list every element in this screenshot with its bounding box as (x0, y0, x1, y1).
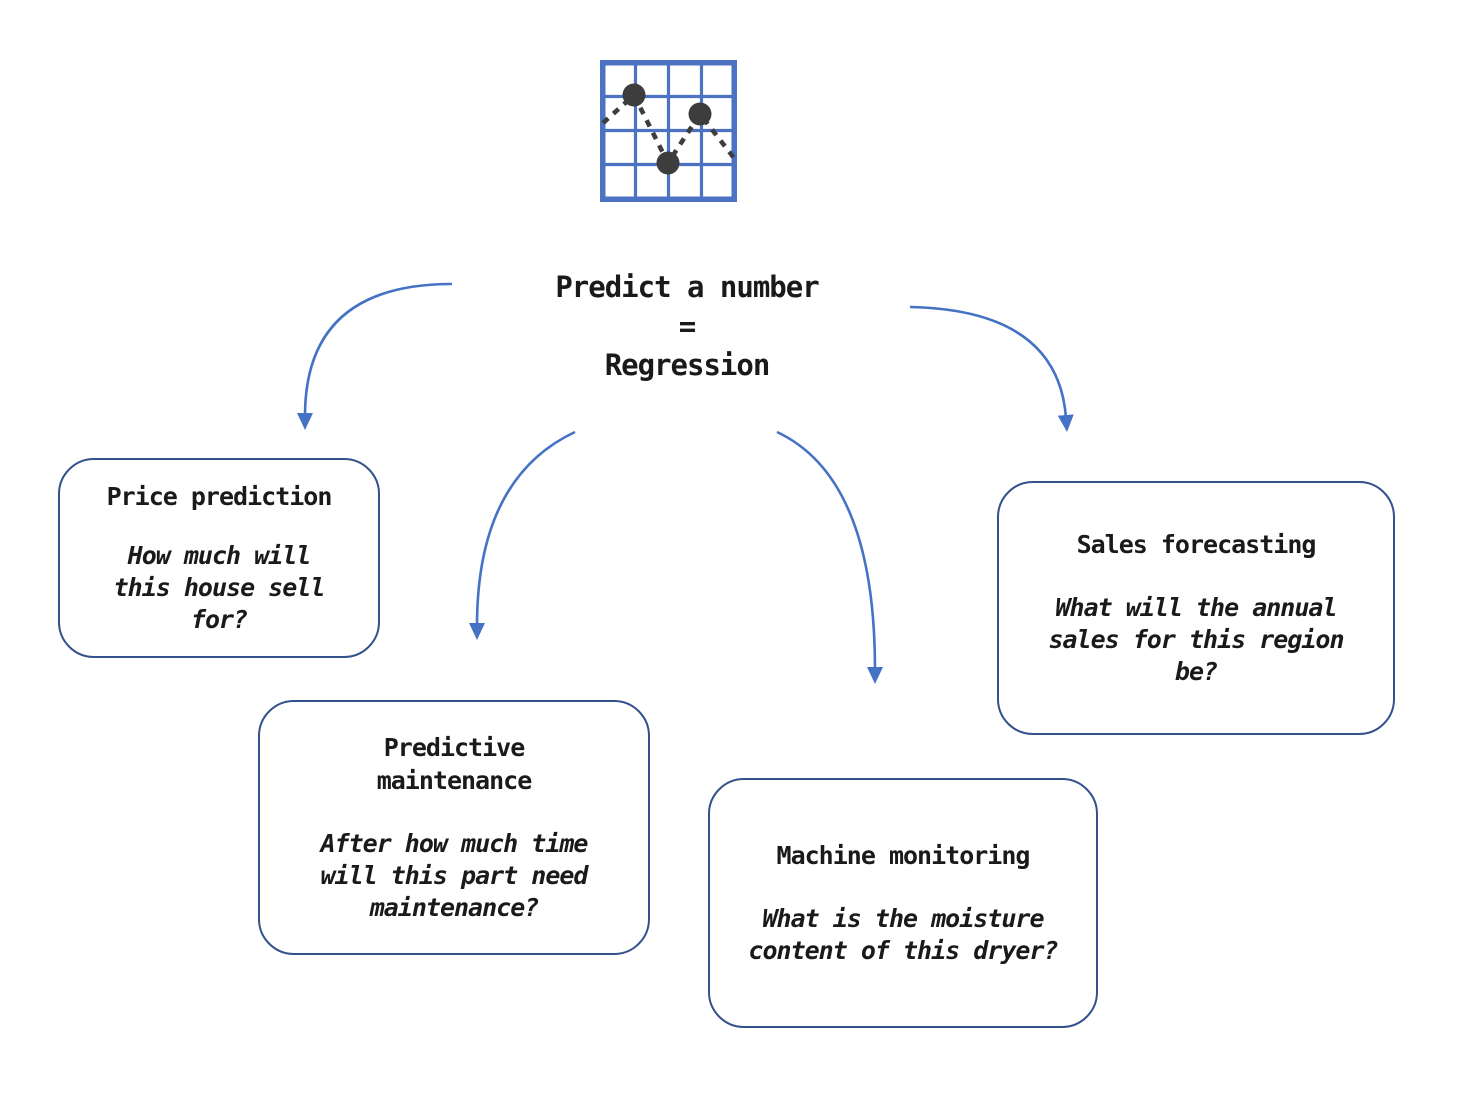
title-equals: = (678, 309, 696, 343)
title-line-2: Regression (604, 348, 771, 382)
box-question: What is the moisture content of this dry… (748, 904, 1058, 965)
box-question: What will the annual sales for this regi… (1048, 593, 1344, 686)
arrow-to-predictive-maintenance (469, 430, 576, 640)
box-question: After how much time will this part need … (320, 829, 589, 922)
arrow-to-machine-monitoring (776, 430, 883, 684)
box-price-prediction: Price prediction How much will this hous… (58, 458, 380, 658)
box-title: Price prediction (106, 482, 333, 511)
box-question: How much will this house sell for? (113, 541, 326, 634)
arrow-to-price-prediction (297, 282, 453, 430)
diagram-title: Predict a number = Regression (487, 268, 887, 385)
box-predictive-maintenance: Predictive maintenance After how much ti… (258, 700, 650, 955)
line-chart-icon (600, 60, 737, 202)
title-line-1: Predict a number (555, 270, 819, 304)
box-sales-forecasting: Sales forecasting What will the annual s… (997, 481, 1395, 735)
arrow-to-sales-forecasting (909, 305, 1074, 432)
box-title: Machine monitoring (776, 841, 1031, 870)
box-title: Sales forecasting (1076, 530, 1317, 559)
box-machine-monitoring: Machine monitoring What is the moisture … (708, 778, 1098, 1028)
box-title: Predictive maintenance (376, 733, 533, 795)
